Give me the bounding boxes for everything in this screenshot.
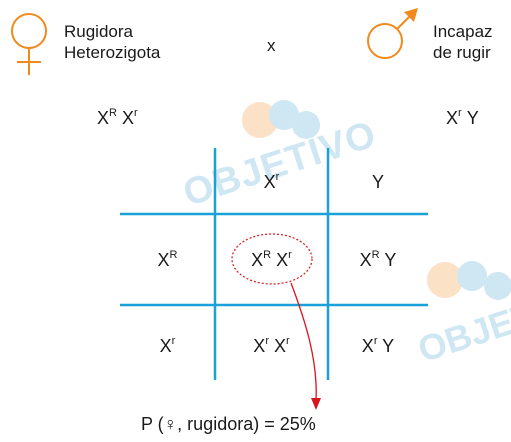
punnett-top-header: Xr <box>263 171 280 192</box>
cross-symbol: x <box>267 36 276 55</box>
punnett-cell: XR Xr <box>251 249 292 270</box>
allele: XR <box>97 107 117 128</box>
watermark-right: OBJETIVO <box>410 250 511 370</box>
male-symbol-icon <box>367 8 418 59</box>
watermark: OBJETIVO <box>178 85 382 215</box>
punnett-left-header: Xr <box>159 335 176 356</box>
punnett-left-header: XR <box>157 249 178 270</box>
punnett-top-header: Y <box>371 172 384 192</box>
female-symbol-icon <box>11 13 47 75</box>
allele: Y <box>466 108 479 128</box>
result-arrow <box>290 282 317 401</box>
female-label-line1: Rugidora <box>64 22 133 41</box>
female-genotype: XR Xr <box>97 107 138 131</box>
punnett-cell: XR Y <box>359 249 397 270</box>
punnett-cell: Xr Y <box>361 335 395 356</box>
result-probability: P (♀, rugidora) = 25% <box>141 414 316 434</box>
punnett-cell: Xr Xr <box>253 335 290 356</box>
allele: Xr <box>446 107 462 128</box>
male-label-line1: Incapaz <box>433 22 493 41</box>
highlight-ellipse <box>231 233 313 285</box>
arrow-head-icon <box>311 398 321 410</box>
male-genotype: Xr Y <box>446 107 479 131</box>
punnett-grid <box>120 148 428 380</box>
female-label-line2: Heterozigota <box>64 43 161 62</box>
allele: Xr <box>121 107 138 128</box>
watermark-logo-right-icon <box>427 261 511 300</box>
watermark-logo-icon <box>242 100 320 139</box>
male-label-line2: de rugir <box>433 43 491 62</box>
